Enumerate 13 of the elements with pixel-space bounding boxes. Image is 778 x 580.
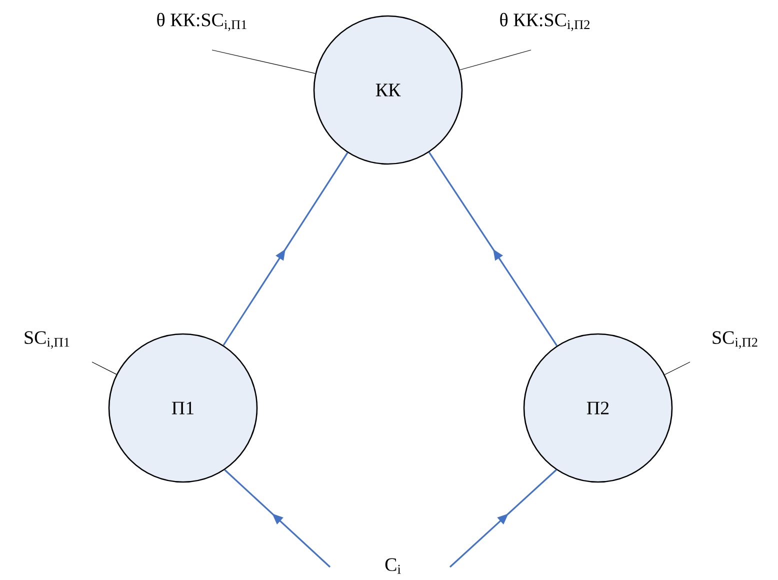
leader-line bbox=[664, 362, 690, 375]
arrow bbox=[224, 469, 331, 568]
label-text: θ КК:SC$_{i,П2}$ bbox=[500, 12, 590, 32]
arrow bbox=[222, 152, 348, 346]
label-text: SC$_{i,П1}$ bbox=[24, 331, 70, 349]
label-text: θ КК:SC$_{i,П1}$ bbox=[157, 12, 246, 32]
arrow bbox=[428, 152, 558, 346]
label-text: C$_{i}$ bbox=[385, 558, 401, 574]
label-text: SC$_{i,П2}$ bbox=[712, 331, 758, 349]
leader-line bbox=[460, 50, 532, 70]
leader-line bbox=[92, 362, 117, 375]
leader-line bbox=[212, 50, 316, 74]
arrow bbox=[449, 469, 557, 568]
